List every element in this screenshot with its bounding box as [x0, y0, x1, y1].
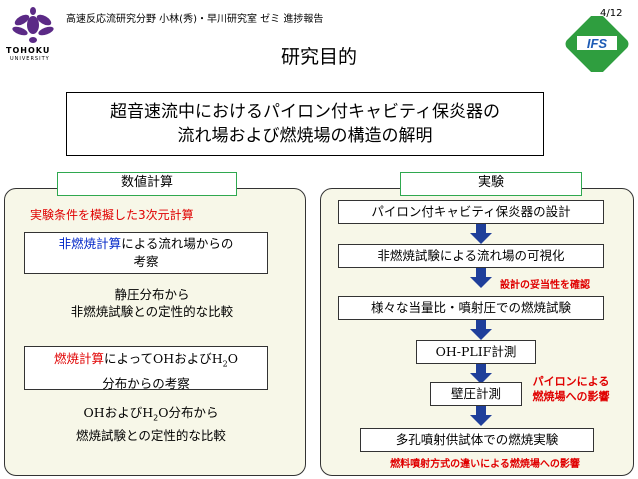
lab-header: 高速反応流研究分野 小林(秀)・早川研究室 ゼミ 進捗報告 — [66, 14, 324, 25]
page-title: 研究目的 — [280, 46, 357, 68]
step-combustion-test: 様々な当量比・噴射圧での燃焼試験 — [338, 296, 604, 320]
step-oh-plif: OH-PLIF計測 — [416, 340, 536, 364]
ifs-logo-text: IFS — [587, 36, 608, 51]
static-pressure-comparison: 静圧分布から 非燃焼試験との定性的な比較 — [40, 286, 264, 320]
down-arrow-icon — [470, 268, 492, 288]
tohoku-crest-icon — [12, 7, 54, 43]
purpose-line-2: 流れ場および燃焼場の構造の解明 — [177, 126, 433, 146]
ifs-logo-icon: IFS — [565, 16, 629, 72]
down-arrow-icon — [470, 224, 492, 244]
down-arrow-icon — [470, 364, 492, 384]
purpose-line-1: 超音速流中におけるパイロン付キャビティ保炎器の — [110, 102, 500, 122]
experiment-tag: 実験 — [400, 172, 582, 196]
pylon-effect-note: パイロンによる 燃焼場への影響 — [524, 374, 618, 404]
and-label: および — [174, 351, 212, 366]
oh-h2o-and: および — [104, 405, 143, 420]
oh-h2o-line2: 燃焼試験との定性的な比較 — [76, 427, 226, 443]
oh-h2o-dist: 分布から — [168, 405, 219, 420]
combustion-calc-label: 燃焼計算 — [54, 351, 105, 366]
numerical-tag: 数値計算 — [57, 172, 237, 196]
university-name: TOHOKU — [6, 46, 51, 55]
oh-h2o-o: O — [158, 405, 169, 420]
static-pressure-line2: 非燃焼試験との定性的な比較 — [70, 304, 234, 319]
step-flow-visualization: 非燃焼試験による流れ場の可視化 — [338, 244, 604, 268]
non-combustion-calc-label: 非燃焼計算 — [58, 236, 122, 251]
design-validity-note: 設計の妥当性を確認 — [500, 280, 590, 291]
combustion-calc-by: によって — [104, 351, 154, 366]
page-number: 4/12 — [600, 8, 623, 19]
non-combustion-calc-rest: による流れ場からの — [121, 236, 234, 251]
oh-h2o-comparison: OHおよびH2O分布から 燃焼試験との定性的な比較 — [34, 404, 268, 444]
non-combustion-calc-line2: 考察 — [133, 254, 159, 269]
simulation-condition: 実験条件を模擬した3次元計算 — [30, 208, 194, 222]
pylon-effect-line1: パイロンによる — [532, 375, 610, 388]
oh-h2o-sub: 2 — [153, 413, 159, 423]
step-wall-pressure: 壁圧計測 — [430, 382, 522, 406]
down-arrow-icon — [470, 320, 492, 340]
down-arrow-icon — [470, 406, 492, 426]
oh-h2o-oh: OH — [83, 405, 105, 420]
combustion-calc-line2: 分布からの考察 — [102, 375, 190, 391]
step-design: パイロン付キャビティ保炎器の設計 — [338, 200, 604, 224]
static-pressure-line1: 静圧分布から — [114, 287, 190, 302]
step-multi-hole-injection: 多孔噴射供試体での燃焼実験 — [360, 428, 594, 452]
h2o-sub: 2 — [222, 359, 228, 369]
purpose-box: 超音速流中におけるパイロン付キャビティ保炎器の 流れ場および燃焼場の構造の解明 — [66, 92, 544, 156]
h2o-o: O — [227, 351, 238, 366]
h2o-h: H — [211, 351, 223, 366]
pylon-effect-line2: 燃焼場への影響 — [532, 390, 610, 403]
university-sub: UNIVERSITY — [10, 56, 50, 62]
oh-label: OH — [153, 351, 175, 366]
oh-h2o-h: H — [142, 405, 154, 420]
fuel-injection-note: 燃料噴射方式の違いによる燃焼場への影響 — [390, 459, 580, 470]
non-combustion-calc-box: 非燃焼計算による流れ場からの 考察 — [24, 232, 268, 274]
combustion-calc-box: 燃焼計算によってOHおよびH2O 分布からの考察 — [24, 346, 268, 391]
